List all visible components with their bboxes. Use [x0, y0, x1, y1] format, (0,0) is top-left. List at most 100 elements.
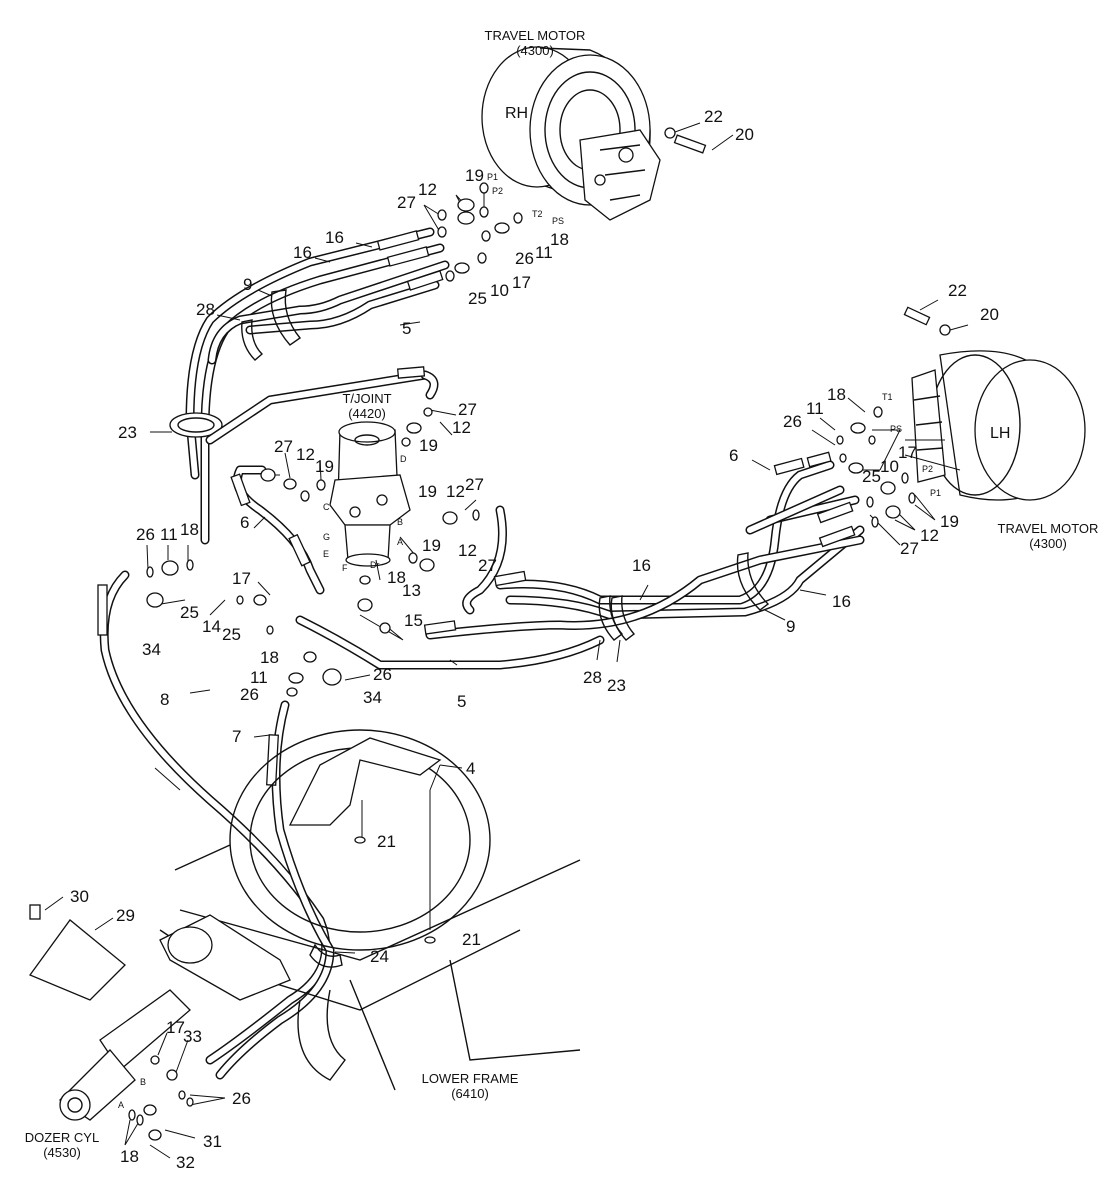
callout: 28	[196, 300, 215, 319]
callout: 15	[404, 611, 423, 630]
callout: 18	[550, 230, 569, 249]
callout: 12	[920, 526, 939, 545]
callout: 17	[232, 569, 251, 588]
travel-motor-rh	[481, 46, 661, 221]
callout: 16	[832, 592, 851, 611]
callout: 17	[898, 443, 917, 462]
callout: 23	[607, 676, 626, 695]
callout: 5	[402, 319, 411, 338]
callout: 19	[940, 512, 959, 531]
callout: 27	[458, 400, 477, 419]
port-label: PS	[890, 424, 902, 434]
callout: 26	[373, 665, 392, 684]
port-label: P1	[487, 172, 498, 182]
callouts: 22 20 19 12 27 16 16 18 11 26 17 10 25 9…	[70, 107, 999, 1172]
callout: 12	[458, 541, 477, 560]
callout: 12	[452, 418, 471, 437]
dozer-cyl-title: DOZER CYL	[25, 1130, 99, 1145]
hose-bundle-rh	[169, 227, 450, 545]
tjoint-title: T/JOINT	[342, 391, 391, 406]
callout: 12	[296, 445, 315, 464]
callout: 6	[240, 513, 249, 532]
port-label: Dr	[370, 560, 380, 570]
dozer-cylinder	[28, 919, 191, 1121]
port-label: E	[323, 549, 329, 559]
callout: 26	[783, 412, 802, 431]
callout: 12	[446, 482, 465, 501]
callout: 21	[462, 930, 481, 949]
callout: 13	[402, 581, 421, 600]
travel-motor-lh	[911, 350, 1086, 501]
port-label: B	[397, 517, 403, 527]
dozer-cyl-code: (4530)	[43, 1145, 81, 1160]
callout: 18	[120, 1147, 139, 1166]
port-label: G	[323, 532, 330, 542]
callout: 27	[465, 475, 484, 494]
callout: 28	[583, 668, 602, 687]
travel-motor-rh-title: TRAVEL MOTOR	[485, 28, 586, 43]
callout: 25	[862, 467, 881, 486]
callout: 34	[363, 688, 382, 707]
fittings	[29, 127, 951, 1141]
callout: 26	[136, 525, 155, 544]
turning-joint	[329, 421, 411, 567]
callout: 19	[419, 436, 438, 455]
callout: 20	[980, 305, 999, 324]
callout: 16	[293, 243, 312, 262]
callout: 11	[806, 399, 824, 418]
callout: 18	[387, 568, 406, 587]
hose-5	[205, 370, 605, 670]
port-label: T2	[532, 209, 543, 219]
callout: 6	[729, 446, 738, 465]
hose-6-rh	[230, 366, 439, 595]
port-label: P2	[922, 464, 933, 474]
callout: 10	[490, 281, 509, 300]
callout: 11	[250, 668, 268, 687]
callout: 18	[260, 648, 279, 667]
callout: 5	[457, 692, 466, 711]
lower-frame	[159, 729, 581, 1091]
lower-frame-code: (6410)	[451, 1086, 489, 1101]
callout: 19	[422, 536, 441, 555]
callout: 26	[515, 249, 534, 268]
port-label: A	[118, 1100, 124, 1110]
port-label: T1	[882, 392, 893, 402]
callout: 7	[232, 727, 241, 746]
port-label: B	[140, 1077, 146, 1087]
port-label: C	[323, 502, 330, 512]
callout: 29	[116, 906, 135, 925]
callout: 32	[176, 1153, 195, 1172]
lower-frame-title: LOWER FRAME	[422, 1071, 519, 1086]
callout: 33	[183, 1027, 202, 1046]
port-label: A	[397, 537, 403, 547]
travel-motor-lh-title: TRAVEL MOTOR	[998, 521, 1099, 536]
callout: 27	[900, 539, 919, 558]
callout: 17	[166, 1018, 185, 1037]
callout: 8	[160, 690, 169, 709]
callout: 19	[465, 166, 484, 185]
callout: 25	[180, 603, 199, 622]
travel-motor-lh-code: (4300)	[1029, 536, 1067, 551]
callout: 16	[325, 228, 344, 247]
callout: 4	[466, 759, 475, 778]
callout: 10	[880, 457, 899, 476]
callout: 19	[315, 457, 334, 476]
callout: 27	[274, 437, 293, 456]
callout: 19	[418, 482, 437, 501]
port-label: P1	[930, 488, 941, 498]
callout: 23	[118, 423, 137, 442]
callout: 25	[468, 289, 487, 308]
callout: 27	[478, 556, 497, 575]
callout: 11	[535, 243, 553, 262]
callout: 22	[948, 281, 967, 300]
rh-label: RH	[505, 105, 528, 122]
port-label: D	[400, 454, 407, 464]
callout: 12	[418, 180, 437, 199]
callout: 11	[160, 525, 178, 544]
callout: 34	[142, 640, 161, 659]
lh-label: LH	[990, 425, 1010, 442]
callout: 16	[632, 556, 651, 575]
callout: 25	[222, 625, 241, 644]
